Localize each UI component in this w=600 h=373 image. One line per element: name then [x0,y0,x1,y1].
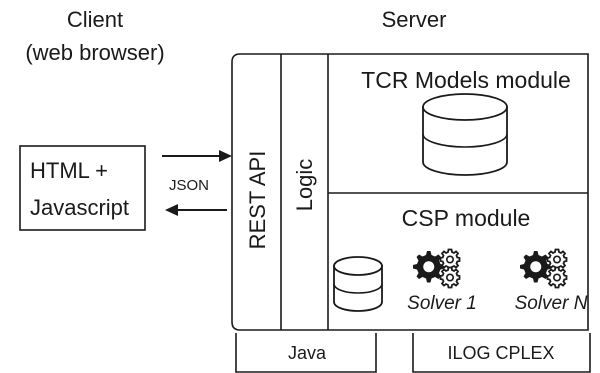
solver-1-gears-icon [413,248,461,289]
tcr-database-icon [422,93,508,176]
csp-module-title: CSP module [402,205,531,231]
logic-label: Logic [292,159,317,212]
solver-n-gears-icon [520,248,568,289]
ilog-cplex-box [412,333,591,373]
server-container [231,53,589,331]
ilog-cplex-label: ILOG CPLEX [447,343,554,363]
response-arrow [165,204,227,216]
tcr-module-title: TCR Models module [361,67,571,93]
client-subheading: (web browser) [25,40,164,65]
client-box [19,145,146,231]
json-label: JSON [169,177,209,194]
server-heading: Server [382,7,447,32]
client-box-line2: Javascript [30,195,129,220]
client-box-line1: HTML + [30,158,108,183]
java-box [235,333,377,373]
java-label: Java [288,343,327,363]
rest-api-label: REST API [245,151,270,250]
client-heading: Client [67,7,123,32]
solver-n-label: Solver N [515,293,588,314]
request-arrow [162,150,232,162]
csp-database-icon [333,256,383,312]
solver-1-label: Solver 1 [407,293,477,314]
